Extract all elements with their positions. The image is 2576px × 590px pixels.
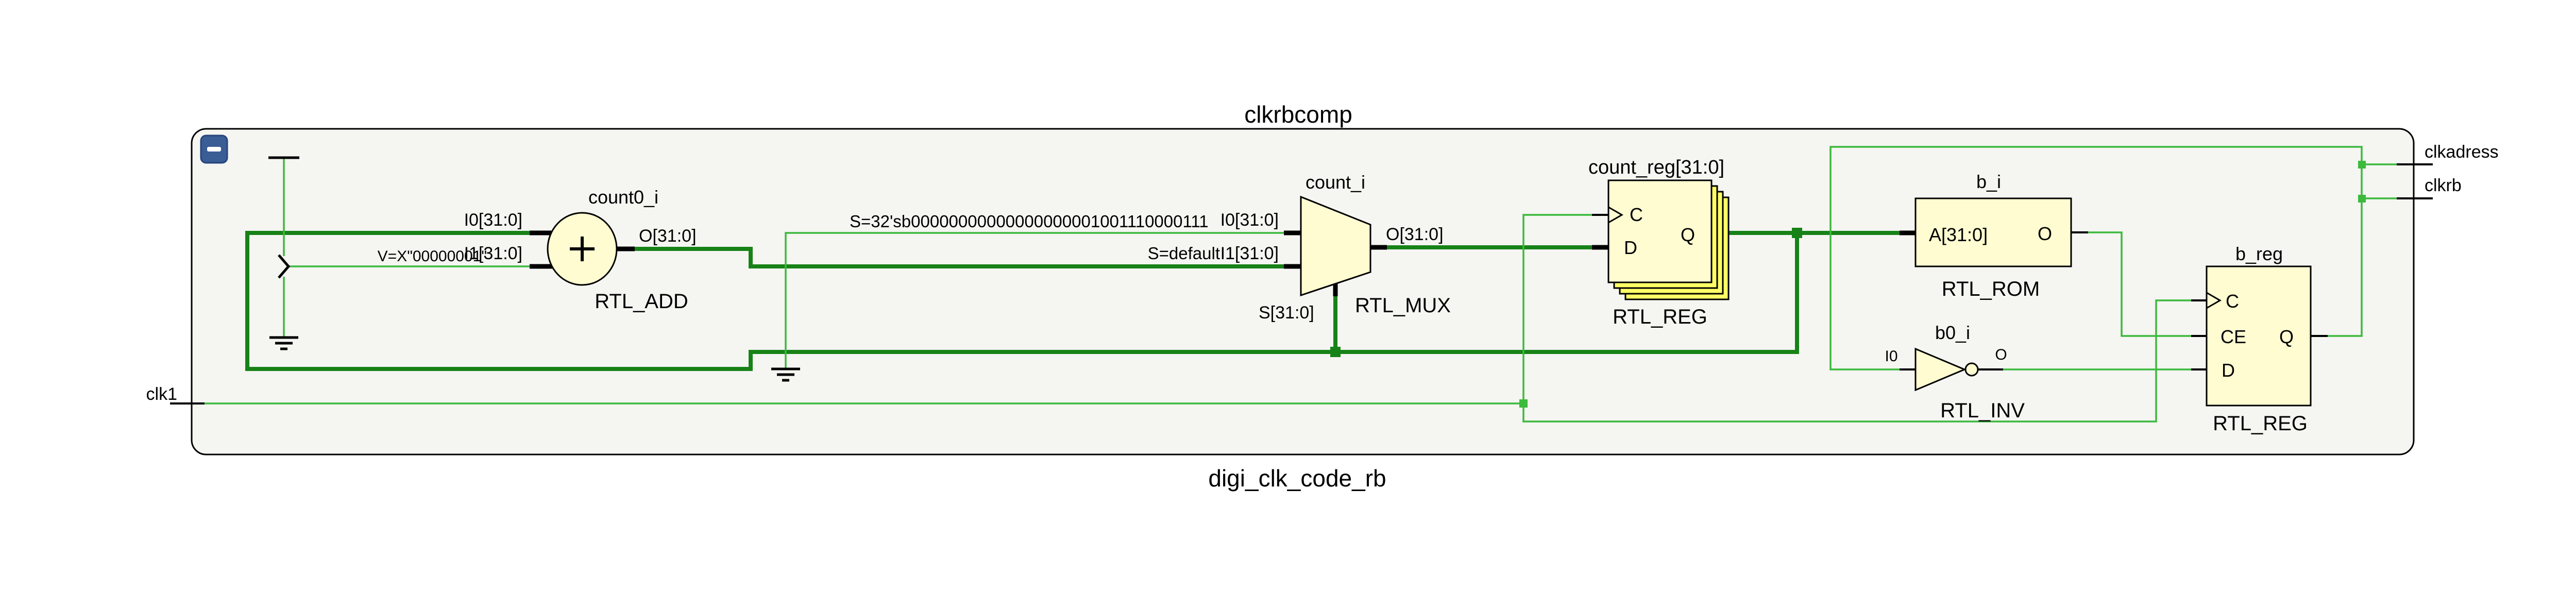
cell-count-reg[interactable] bbox=[1607, 179, 1730, 300]
breg-body[interactable] bbox=[2206, 265, 2312, 407]
cell-b-reg[interactable] bbox=[2206, 265, 2312, 407]
rom-pin-a-label: A[31:0] bbox=[1929, 224, 1988, 245]
mux-type-label: RTL_MUX bbox=[1355, 294, 1451, 317]
breg-pin-q-label: Q bbox=[2279, 326, 2294, 347]
cell-rom[interactable] bbox=[1914, 197, 2072, 267]
junction-clkadress bbox=[2358, 161, 2366, 168]
cell-mux[interactable] bbox=[1300, 195, 1371, 297]
mux-pin-i0-label: I0[31:0] bbox=[1221, 210, 1279, 230]
countreg-pin-d-label: D bbox=[1624, 237, 1637, 258]
collapse-button[interactable] bbox=[200, 134, 228, 164]
countreg-body[interactable] bbox=[1607, 179, 1713, 283]
adder-instance-label: count0_i bbox=[588, 187, 658, 208]
rom-instance-label: b_i bbox=[1976, 171, 2001, 192]
inverter-triangle[interactable] bbox=[1914, 347, 1967, 392]
adder-pin-i1-label: I1[31:0] bbox=[464, 244, 522, 263]
mux-select-default-label: S=default bbox=[1148, 244, 1220, 263]
module-title: clkrbcomp bbox=[1244, 101, 1352, 128]
junction-count-q bbox=[1792, 228, 1802, 238]
breg-instance-label: b_reg bbox=[2235, 243, 2283, 264]
countreg-pin-c-label: C bbox=[1630, 204, 1643, 225]
junction-mux-select bbox=[1330, 347, 1341, 357]
bus-value-marker-icon bbox=[278, 254, 291, 279]
rom-type-label: RTL_ROM bbox=[1942, 278, 2040, 300]
ground-icon bbox=[771, 367, 800, 382]
net-clk1-countreg-branch[interactable] bbox=[1522, 214, 1592, 403]
inv-pin-o-label: O bbox=[1995, 346, 2007, 363]
net-count-feedback[interactable] bbox=[245, 231, 1799, 371]
ground-icon bbox=[269, 336, 298, 350]
clock-arrow-icon bbox=[2206, 292, 2222, 309]
port-label-clkadress: clkadress bbox=[2425, 142, 2499, 162]
mux-instance-label: count_i bbox=[1306, 172, 1365, 193]
cell-adder[interactable] bbox=[547, 212, 618, 286]
junction-clk1 bbox=[1519, 399, 1528, 408]
cell-inverter[interactable] bbox=[1914, 347, 1979, 392]
module-instance-path: digi_clk_code_rb bbox=[1208, 465, 1386, 492]
net-count-plus1[interactable] bbox=[635, 247, 1284, 268]
mux-pin-s-label: S[31:0] bbox=[1259, 303, 1314, 323]
inv-pin-i0-label: I0 bbox=[1885, 348, 1897, 365]
adder-pin-o-label: O[31:0] bbox=[639, 226, 697, 246]
port-label-clk1: clk1 bbox=[146, 384, 177, 404]
countreg-type-label: RTL_REG bbox=[1613, 306, 1707, 328]
inv-instance-label: b0_i bbox=[1935, 322, 1970, 343]
minus-icon bbox=[207, 147, 221, 151]
net-clkrb-loop[interactable] bbox=[1829, 146, 2363, 370]
breg-pin-c-label: C bbox=[2226, 291, 2239, 312]
adder-type-label: RTL_ADD bbox=[595, 290, 688, 313]
clock-arrow-icon bbox=[1608, 206, 1624, 224]
rom-pin-o-label: O bbox=[2038, 223, 2052, 244]
countreg-pin-q-label: Q bbox=[1681, 224, 1695, 245]
mux-pin-i1-label: I1[31:0] bbox=[1221, 244, 1279, 263]
net-clk1[interactable] bbox=[205, 299, 2191, 423]
port-label-clkrb: clkrb bbox=[2425, 176, 2462, 195]
inverter-bubble-icon bbox=[1964, 362, 1979, 377]
breg-pin-d-label: D bbox=[2222, 360, 2235, 381]
inv-type-label: RTL_INV bbox=[1940, 399, 2025, 422]
const-one-value-label: V=X"00000001" bbox=[378, 248, 487, 265]
mux-pin-o-label: O[31:0] bbox=[1386, 225, 1444, 244]
countreg-instance-label: count_reg[31:0] bbox=[1588, 157, 1724, 178]
net-rom-out[interactable] bbox=[2088, 231, 2191, 337]
mux-select-case-label: S=32'sb00000000000000000001001110000111 bbox=[850, 212, 1209, 231]
adder-pin-i0-label: I0[31:0] bbox=[464, 210, 522, 230]
net-const-zero[interactable] bbox=[785, 232, 1284, 368]
breg-type-label: RTL_REG bbox=[2213, 412, 2308, 435]
breg-pin-ce-label: CE bbox=[2221, 326, 2246, 347]
junction-clkrb bbox=[2358, 195, 2366, 203]
